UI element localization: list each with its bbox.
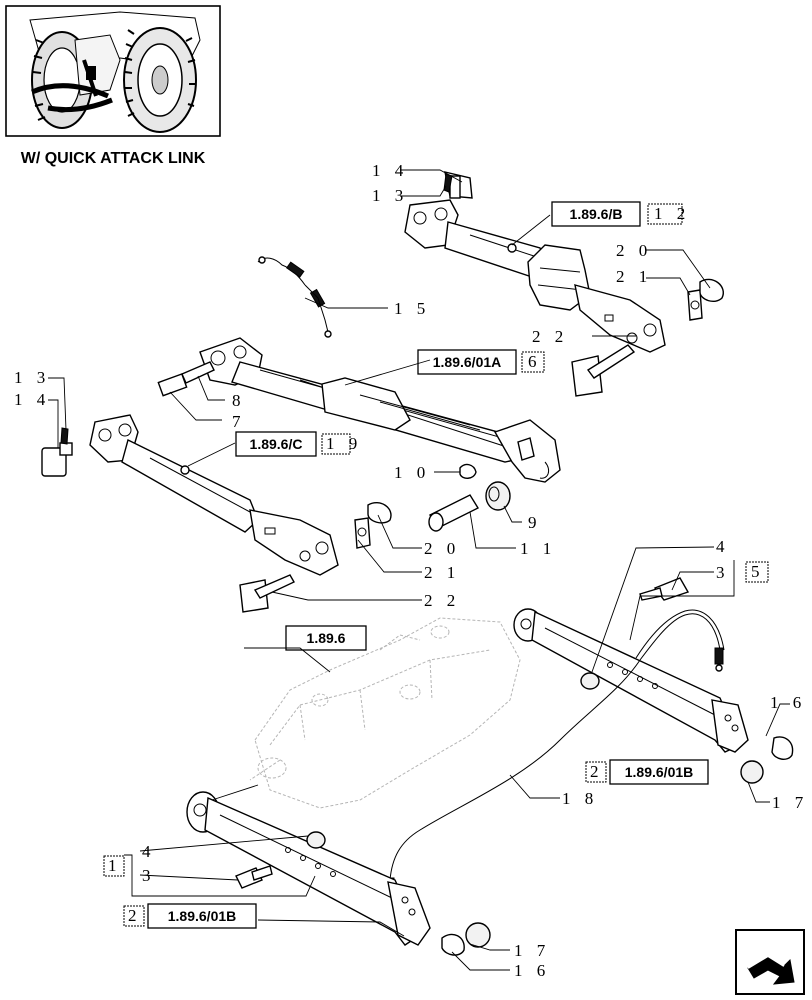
check-chain-15 <box>257 256 332 338</box>
clip-16-right <box>771 736 794 760</box>
washer-21-left <box>354 517 371 549</box>
label-14-upper: 1 4 <box>372 161 408 180</box>
label-16-right: 1 6 <box>770 693 806 712</box>
svg-text:1: 1 <box>108 856 122 875</box>
tractor-thumbnail: W/ QUICK ATTACK LINK <box>5 5 221 167</box>
svg-text:5: 5 <box>751 562 765 581</box>
top-link-assembly-upper <box>404 171 724 397</box>
label-9: 9 <box>528 513 542 532</box>
bush-9 <box>485 481 511 511</box>
clip-10 <box>459 463 477 479</box>
svg-text:1.89.6/C: 1.89.6/C <box>250 436 303 452</box>
washer-21-upper <box>687 289 703 321</box>
label-13-upper: 1 3 <box>372 186 408 205</box>
clip-16-left <box>441 933 465 956</box>
svg-text:1.89.6/01A: 1.89.6/01A <box>433 354 502 370</box>
ball-4-right <box>580 672 600 690</box>
lower-link-left-arm <box>204 796 421 946</box>
svg-text:2: 2 <box>590 762 604 781</box>
clip-13-left <box>60 427 69 445</box>
label-4-left: 4 <box>142 842 156 861</box>
label-8: 8 <box>232 391 246 410</box>
label-16-left: 1 6 <box>514 961 550 980</box>
chain-18 <box>385 609 725 902</box>
ref-box-1-89-6-01a[interactable]: 1.89.6/01A 6 <box>417 349 545 375</box>
left-link-tube <box>121 438 259 533</box>
ref-box-1-89-6-b[interactable]: 1.89.6/B 1 2 <box>551 201 690 227</box>
top-link-assembly-left <box>41 414 392 613</box>
quick-attach-top-link <box>157 337 561 483</box>
top-link-hook-end <box>574 284 666 353</box>
label-20-upper: 2 0 <box>616 241 652 260</box>
rear-housing-outline <box>249 617 521 809</box>
reference-boxes: 1.89.6/B 1 2 1.89.6/01A 6 1.89.6/C 1 9 1… <box>103 201 769 929</box>
ball-17-right <box>740 760 764 784</box>
lower-link-right-hook <box>711 699 749 753</box>
label-17-right: 1 7 <box>772 793 808 812</box>
left-link-hook-end <box>249 509 339 576</box>
svg-text:1.89.6/01B: 1.89.6/01B <box>168 908 237 924</box>
ref-box-1[interactable]: 1 <box>103 855 125 877</box>
ball-4-left <box>306 831 326 849</box>
svg-text:1.89.6/01B: 1.89.6/01B <box>625 764 694 780</box>
leader-lines <box>48 169 790 971</box>
clip-20-upper <box>699 278 724 302</box>
label-20-left: 2 0 <box>424 539 460 558</box>
lower-link-left <box>186 791 491 956</box>
label-18: 1 8 <box>562 789 598 808</box>
label-21-upper: 2 1 <box>616 267 652 286</box>
svg-text:1 9: 1 9 <box>326 434 362 453</box>
svg-text:2: 2 <box>128 906 142 925</box>
ref-box-1-89-6-01b-right[interactable]: 2 1.89.6/01B <box>585 759 709 785</box>
label-13-left: 1 3 <box>14 368 50 387</box>
next-page-arrow-icon[interactable] <box>735 929 805 995</box>
ref-box-1-89-6-c[interactable]: 1.89.6/C 1 9 <box>235 431 362 457</box>
pin-8 <box>157 373 188 397</box>
lower-link-right <box>513 577 794 784</box>
label-7: 7 <box>232 412 246 431</box>
svg-text:1.89.6/B: 1.89.6/B <box>570 206 623 222</box>
label-10: 1 0 <box>394 463 430 482</box>
tractor-illustration-icon <box>29 11 201 133</box>
label-3-left: 3 <box>142 866 156 885</box>
thumbnail-caption: W/ QUICK ATTACK LINK <box>21 150 206 167</box>
ref-box-1-89-6[interactable]: 1.89.6 <box>285 625 367 651</box>
label-21-left: 2 1 <box>424 563 460 582</box>
label-11: 1 1 <box>520 539 556 558</box>
clip-20-left <box>367 502 392 524</box>
label-4-right: 4 <box>716 537 730 556</box>
ball-17-left <box>465 922 491 948</box>
lower-link-right-arm <box>531 610 741 753</box>
callout-labels: 1 4 1 3 2 0 2 1 2 2 1 5 8 7 1 3 1 4 1 0 … <box>14 161 808 980</box>
svg-text:1 2: 1 2 <box>654 204 690 223</box>
label-17-left: 1 7 <box>514 941 550 960</box>
label-15: 1 5 <box>394 299 430 318</box>
label-14-left: 1 4 <box>14 390 50 409</box>
label-22-left: 2 2 <box>424 591 460 610</box>
ref-box-5[interactable]: 5 <box>745 561 769 583</box>
label-3-right: 3 <box>716 563 730 582</box>
svg-text:6: 6 <box>528 352 542 371</box>
label-22-upper: 2 2 <box>532 327 568 346</box>
ref-box-1-89-6-01b-left[interactable]: 2 1.89.6/01B <box>123 903 257 929</box>
hook-pin-set <box>428 463 511 532</box>
svg-text:1.89.6: 1.89.6 <box>307 630 346 646</box>
